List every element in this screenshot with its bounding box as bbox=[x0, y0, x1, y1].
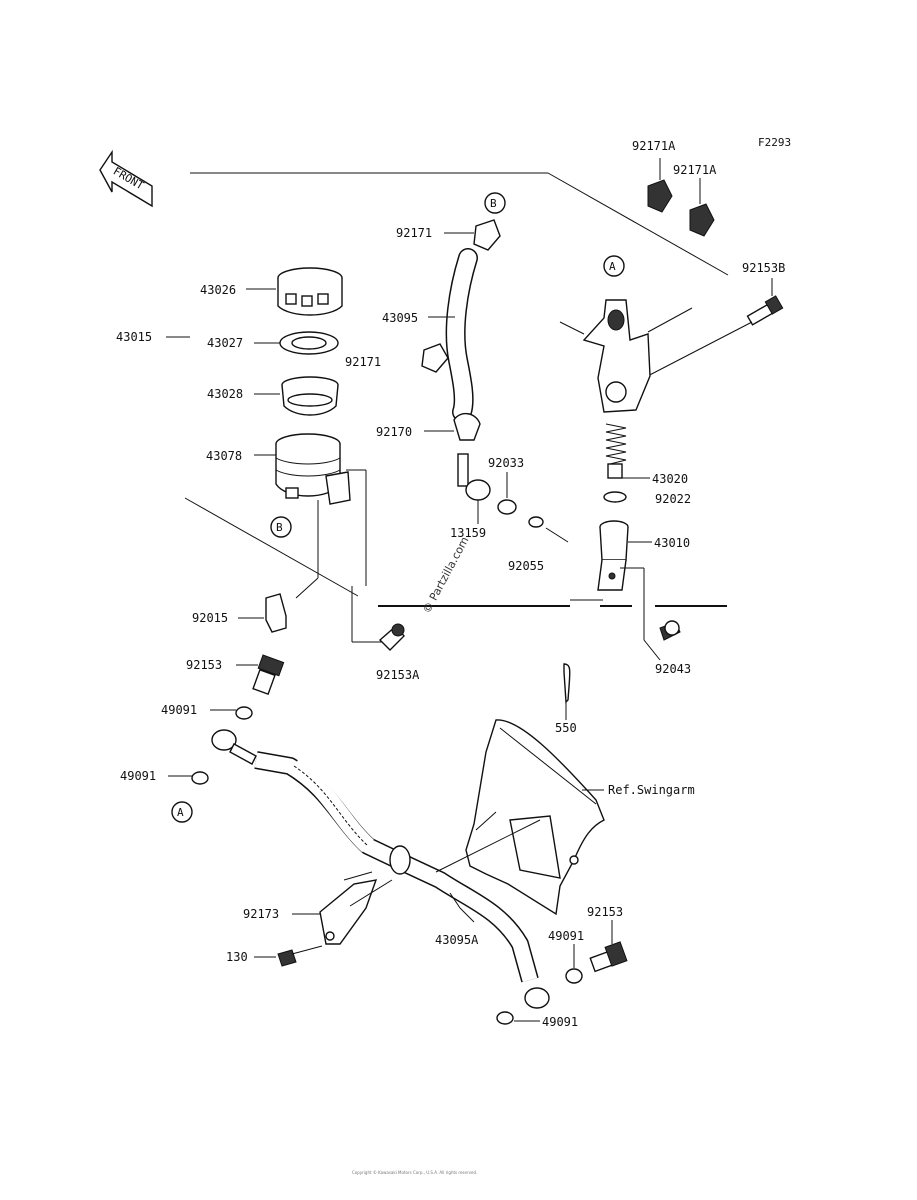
plate-43028 bbox=[281, 376, 339, 416]
bolt-92153a bbox=[378, 623, 405, 651]
callout-130: 130 bbox=[226, 950, 248, 964]
callout-43026: 43026 bbox=[200, 283, 236, 297]
clamp-92171a-2 bbox=[689, 203, 715, 237]
washer-49091-d bbox=[496, 1011, 514, 1025]
callout-92153b: 92153B bbox=[742, 261, 785, 275]
callout-550: 550 bbox=[555, 721, 577, 735]
callout-92022: 92022 bbox=[655, 492, 691, 506]
guide-92173 bbox=[319, 871, 378, 945]
bolt-92153-left bbox=[252, 654, 285, 696]
footer-text: Copyright © Kawasaki Motors Corp., U.S.A… bbox=[352, 1170, 477, 1175]
callout-92170: 92170 bbox=[376, 425, 412, 439]
svg-text:A: A bbox=[177, 806, 184, 819]
bolt-130 bbox=[277, 945, 323, 967]
clamp-92171a-1 bbox=[647, 179, 673, 213]
watermark: © Partzilla.com bbox=[420, 535, 471, 616]
marker-b-res: B bbox=[270, 516, 292, 538]
callout-13159: 13159 bbox=[450, 526, 486, 540]
washer-49091-a bbox=[235, 706, 253, 720]
callout-92153a: 92153A bbox=[376, 668, 420, 682]
spring-43020 bbox=[605, 423, 627, 479]
callout-92173: 92173 bbox=[243, 907, 279, 921]
master-cylinder-43010 bbox=[559, 299, 693, 413]
hose-43095 bbox=[445, 248, 478, 422]
marker-a-top: A bbox=[603, 255, 625, 277]
svg-text:B: B bbox=[490, 197, 497, 210]
callout-92171a-2: 92171A bbox=[673, 163, 717, 177]
clip-92015 bbox=[265, 593, 287, 633]
banjo-fitting-left bbox=[211, 729, 257, 765]
callout-92153: 92153 bbox=[186, 658, 222, 672]
callout-92153-b: 92153 bbox=[587, 905, 623, 919]
marker-a-low: A bbox=[171, 801, 193, 823]
swingarm-ref bbox=[465, 719, 605, 916]
callout-43027: 43027 bbox=[207, 336, 243, 350]
callout-92171-mid: 92171 bbox=[345, 355, 381, 369]
pin-92043 bbox=[659, 620, 681, 641]
clamp-92171-top bbox=[473, 219, 501, 251]
piston-43010 bbox=[597, 520, 629, 591]
bolt-92153b bbox=[746, 295, 784, 326]
callout-92171-top: 92171 bbox=[396, 226, 432, 240]
callout-43028: 43028 bbox=[207, 387, 243, 401]
clamp-92171-mid bbox=[421, 343, 449, 373]
callout-labels: 92171A 92171A 92153B 92171 43026 43015 4… bbox=[116, 139, 785, 1029]
washer-49091-c bbox=[565, 968, 583, 984]
fitting-13159 bbox=[457, 453, 491, 501]
callout-49091-a: 49091 bbox=[161, 703, 197, 717]
marker-b-top: B bbox=[484, 192, 506, 214]
callout-92033: 92033 bbox=[488, 456, 524, 470]
callout-92043: 92043 bbox=[655, 662, 691, 676]
callout-92055: 92055 bbox=[508, 559, 544, 573]
callout-43015: 43015 bbox=[116, 330, 152, 344]
oring-92055 bbox=[528, 516, 544, 528]
callout-ref-swingarm: Ref.Swingarm bbox=[608, 783, 695, 797]
callout-49091-c: 49091 bbox=[548, 929, 584, 943]
callout-92015: 92015 bbox=[192, 611, 228, 625]
guide-lines bbox=[184, 172, 729, 607]
clip-92170 bbox=[453, 413, 481, 441]
cap-43026 bbox=[277, 267, 343, 316]
washer-49091-b bbox=[191, 771, 209, 785]
callout-43095: 43095 bbox=[382, 311, 418, 325]
seal-92022 bbox=[603, 491, 627, 503]
svg-text:B: B bbox=[276, 521, 283, 534]
diaphragm-43027 bbox=[279, 331, 339, 355]
hose-43095a bbox=[254, 751, 539, 983]
svg-text:A: A bbox=[609, 260, 616, 273]
bolt-92153-right bbox=[589, 941, 628, 973]
callout-43095a: 43095A bbox=[435, 933, 479, 947]
callout-49091-b: 49091 bbox=[120, 769, 156, 783]
banjo-fitting-right bbox=[524, 987, 550, 1009]
callout-92171a-1: 92171A bbox=[632, 139, 676, 153]
reservoir-43078 bbox=[275, 433, 351, 505]
front-arrow-icon: FRONT bbox=[99, 149, 153, 208]
figure-code: F2293 bbox=[758, 136, 791, 149]
callout-43010: 43010 bbox=[654, 536, 690, 550]
callout-49091-d: 49091 bbox=[542, 1015, 578, 1029]
callout-43020: 43020 bbox=[652, 472, 688, 486]
circlip-92033 bbox=[497, 499, 517, 515]
cotter-pin-550 bbox=[563, 663, 571, 704]
callout-43078: 43078 bbox=[206, 449, 242, 463]
